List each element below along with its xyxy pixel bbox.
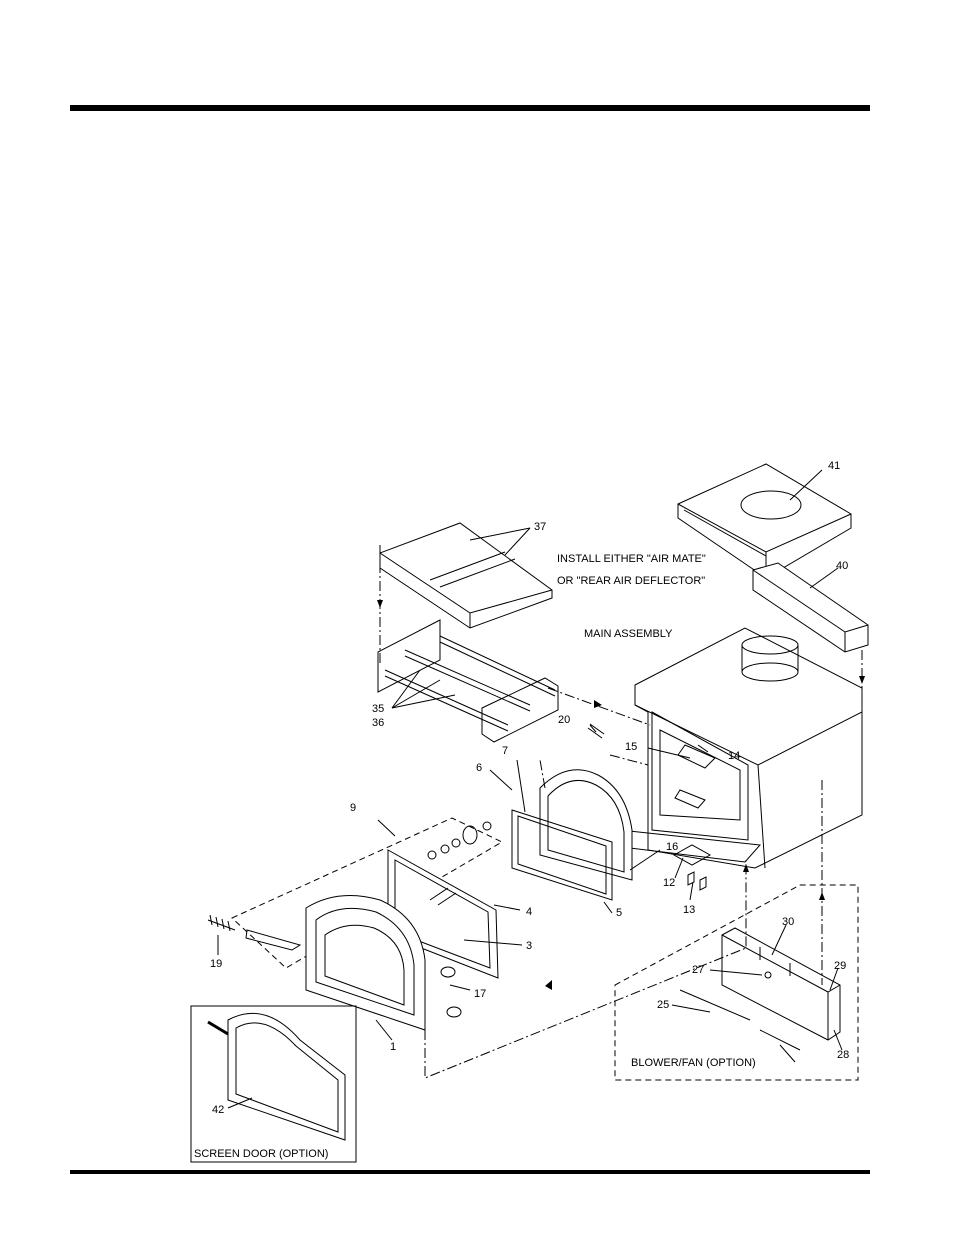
captions: INSTALL EITHER "AIR MATE" OR "REAR AIR D… xyxy=(194,553,756,1160)
part-9-handle-assembly-outline xyxy=(231,817,504,969)
label-15: 15 xyxy=(625,741,637,753)
label-16: 16 xyxy=(666,841,678,853)
label-5: 5 xyxy=(616,907,622,919)
label-36: 36 xyxy=(372,717,384,729)
top-rule xyxy=(70,105,870,111)
arrowheads[interactable] xyxy=(377,600,865,990)
screen-door-option-box xyxy=(190,1005,357,1163)
part-1-door xyxy=(305,895,462,1031)
label-25: 25 xyxy=(657,999,669,1011)
part-35-36-baffle-tubes xyxy=(377,619,559,743)
blower-fan-option-outline xyxy=(614,884,859,1081)
label-6: 6 xyxy=(476,762,482,774)
handle-hardware xyxy=(245,821,492,951)
blower-unit xyxy=(679,927,841,1063)
part-7-16-door-frame xyxy=(511,769,633,901)
part-12-13-small xyxy=(672,844,712,891)
label-42: 42 xyxy=(212,1104,224,1116)
label-41: 41 xyxy=(828,460,840,472)
label-13: 13 xyxy=(683,904,695,916)
label-20: 20 xyxy=(558,714,570,726)
label-4: 4 xyxy=(526,906,532,918)
caption-main-assembly: MAIN ASSEMBLY xyxy=(584,628,673,640)
leader-lines xyxy=(217,469,843,1109)
label-12: 12 xyxy=(663,877,675,889)
label-7: 7 xyxy=(502,745,508,757)
part-37-top-bricks xyxy=(379,522,553,629)
part-42-screen-door xyxy=(207,1012,346,1141)
caption-blower-fan: BLOWER/FAN (OPTION) xyxy=(631,1057,756,1069)
label-28: 28 xyxy=(837,1049,849,1061)
caption-install-line2: OR "REAR AIR DEFLECTOR" xyxy=(557,575,705,587)
label-19: 19 xyxy=(210,958,222,970)
label-35: 35 xyxy=(372,703,384,715)
label-17: 17 xyxy=(474,988,486,1000)
label-30: 30 xyxy=(782,916,794,928)
part-40-rear-deflector xyxy=(752,562,869,653)
label-29: 29 xyxy=(834,960,846,972)
label-14: 14 xyxy=(728,750,740,762)
label-37: 37 xyxy=(534,521,546,533)
part-number-labels: 41 40 37 35 36 20 15 14 7 6 9 16 12 13 5… xyxy=(210,460,849,1116)
label-27: 27 xyxy=(692,964,704,976)
caption-install-line1: INSTALL EITHER "AIR MATE" xyxy=(557,553,706,565)
main-stove-body xyxy=(603,627,863,869)
caption-screen-door: SCREEN DOOR (OPTION) xyxy=(194,1148,328,1160)
label-40: 40 xyxy=(836,560,848,572)
part-19-spring-handle xyxy=(207,914,236,932)
label-3: 3 xyxy=(526,940,532,952)
part-41-air-mate xyxy=(677,463,852,579)
label-9: 9 xyxy=(350,802,356,814)
label-1: 1 xyxy=(390,1041,396,1053)
part-20-bolt xyxy=(587,723,605,739)
bottom-rule xyxy=(70,1170,870,1174)
